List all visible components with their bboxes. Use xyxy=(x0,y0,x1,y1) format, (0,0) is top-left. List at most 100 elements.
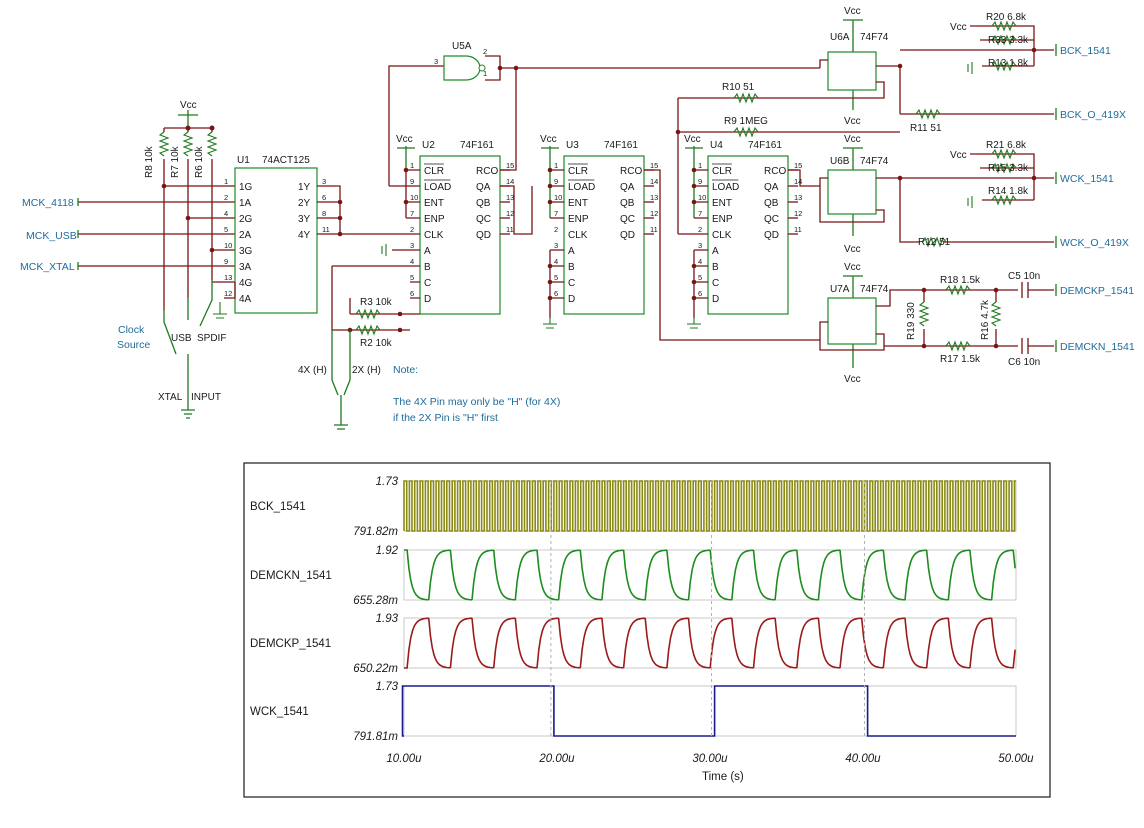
out-bck-o-419x: BCK_O_419X xyxy=(1060,109,1126,121)
u3-ref: U3 xyxy=(566,140,579,151)
u4-pin-num: 10 xyxy=(698,193,706,202)
u3-pin-a: A xyxy=(568,246,575,257)
u1-pin-num: 12 xyxy=(224,289,232,298)
u7a-vcc: Vcc xyxy=(844,262,861,273)
u4-pin-num: 2 xyxy=(698,225,702,234)
u3-pin-num: 12 xyxy=(650,209,658,218)
r13-label: R13 1.8k xyxy=(988,58,1029,69)
r3-label: R3 10k xyxy=(360,297,393,308)
u4-pin-qb: QB xyxy=(764,198,779,209)
u2-pin-num: 12 xyxy=(506,209,514,218)
u4-pin-num: 12 xyxy=(794,209,802,218)
u2-pin-d: D xyxy=(424,294,431,305)
u4-pin-qd: QD xyxy=(764,230,779,241)
u3-pin-enp: ENP xyxy=(568,214,589,225)
u2-ref: U2 xyxy=(422,140,435,151)
u1-pin-1y: 1Y xyxy=(298,182,311,193)
chip-u3: U3 74F161 Vcc xyxy=(540,134,820,341)
u1-part: 74ACT125 xyxy=(262,155,310,166)
vcc-r20: Vcc xyxy=(950,22,967,33)
u2-pin-ent: ENT xyxy=(424,198,444,209)
u2-pin-load: LOAD xyxy=(424,182,451,193)
u1-pin-3g: 3G xyxy=(239,246,253,257)
output-network: Vcc Vcc R20 6.8k R33 3.3k R13 1.8k R11 5… xyxy=(900,12,1135,368)
u3-pin-b: B xyxy=(568,262,575,273)
u4-pin-b: B xyxy=(712,262,719,273)
r7-label: R7 10k xyxy=(170,145,181,178)
u3-pin-ent: ENT xyxy=(568,198,588,209)
chip-u1: U1 74ACT125 1G11A22G42A53G103A94G134A121… xyxy=(213,155,410,319)
x-axis-label: Time (s) xyxy=(702,771,744,783)
trace-bck-1541 xyxy=(403,480,1016,532)
jumper-4x-label: 4X (H) xyxy=(298,365,327,376)
u3-pin-num: 11 xyxy=(650,225,658,234)
u4-pin-num: 14 xyxy=(794,177,802,186)
u4-pin-c: C xyxy=(712,278,719,289)
trace-ymax: 1.93 xyxy=(376,613,399,625)
u3-pin-num: 14 xyxy=(650,177,658,186)
chip-u4: U4 74F161 Vcc xyxy=(675,97,900,329)
u4-pin-num: 7 xyxy=(698,209,702,218)
u1-ref: U1 xyxy=(237,155,250,166)
u6a-vcc-bottom: Vcc xyxy=(844,116,861,127)
r16-label: R16 4.7k xyxy=(980,299,991,340)
u4-pin-clr: CLR xyxy=(712,166,732,177)
trace-demckp-1541 xyxy=(404,617,1016,669)
u4-pin-num: 1 xyxy=(698,161,702,170)
u4-part: 74F161 xyxy=(748,140,782,151)
r12-label: R12 51 xyxy=(918,237,951,248)
u4-ref: U4 xyxy=(710,140,723,151)
note-line-3: if the 2X Pin is "H" first xyxy=(393,412,498,424)
u2-pin-num: 2 xyxy=(410,225,414,234)
trace-ymin: 655.28m xyxy=(353,595,398,607)
u1-pin-num: 11 xyxy=(322,225,330,234)
u1-pin-2g: 2G xyxy=(239,214,253,225)
u6a-ref: U6A xyxy=(830,32,850,43)
u1-pin-num: 4 xyxy=(224,209,228,218)
x-tick-label: 10.00u xyxy=(386,753,422,765)
u1-pin-num: 3 xyxy=(322,177,326,186)
out-wck-1541: WCK_1541 xyxy=(1060,173,1114,185)
u4-vcc: Vcc xyxy=(684,134,701,145)
u3-pin-num: 6 xyxy=(554,289,558,298)
u3-pin-clk: CLK xyxy=(568,230,588,241)
r6-label: R6 10k xyxy=(194,145,205,178)
note-line-2: The 4X Pin may only be "H" (for 4X) xyxy=(393,396,560,408)
svg-text:3: 3 xyxy=(434,57,438,66)
u4-pin-num: 13 xyxy=(794,193,802,202)
u4-pin-num: 6 xyxy=(698,289,702,298)
u4-pin-num: 5 xyxy=(698,273,702,282)
trace-frame xyxy=(403,549,1017,601)
gate-u5a: U5A 3 2 1 xyxy=(434,41,820,171)
u2-pin-qb: QB xyxy=(476,198,491,209)
r17-label: R17 1.5k xyxy=(940,354,981,365)
u3-pin-qa: QA xyxy=(620,182,635,193)
r8-label: R8 10k xyxy=(144,145,155,178)
resistors-r9-r10: R10 51 R9 1MEG xyxy=(722,82,768,138)
u2-pin-num: 14 xyxy=(506,177,514,186)
u1-pin-num: 2 xyxy=(224,193,228,202)
u1-pin-num: 9 xyxy=(224,257,228,266)
u3-pin-load: LOAD xyxy=(568,182,595,193)
switch-spdif-label: SPDIF xyxy=(197,333,226,344)
u3-pin-num: 9 xyxy=(554,177,558,186)
u2-pin-num: 4 xyxy=(410,257,414,266)
clock-source-label-2: Source xyxy=(117,339,150,351)
u1-pin-num: 5 xyxy=(224,225,228,234)
u2-pin-num: 6 xyxy=(410,289,414,298)
svg-text:1: 1 xyxy=(483,69,487,78)
switch-xtal-label: XTAL xyxy=(158,392,183,403)
u1-pin-num: 8 xyxy=(322,209,326,218)
u2-pin-num: 9 xyxy=(410,177,414,186)
u2-pin-b: B xyxy=(424,262,431,273)
note: Note: The 4X Pin may only be "H" (for 4X… xyxy=(393,364,560,424)
out-demckp-1541: DEMCKP_1541 xyxy=(1060,285,1134,297)
u1-pin-1g: 1G xyxy=(239,182,253,193)
u4-pin-ent: ENT xyxy=(712,198,732,209)
u3-pin-num: 4 xyxy=(554,257,558,266)
u2-pin-clk: CLK xyxy=(424,230,444,241)
switch-usb-label: USB xyxy=(171,333,192,344)
u3-pin-num: 10 xyxy=(554,193,562,202)
c5-label: C5 10n xyxy=(1008,271,1040,282)
u1-pin-4a: 4A xyxy=(239,294,252,305)
